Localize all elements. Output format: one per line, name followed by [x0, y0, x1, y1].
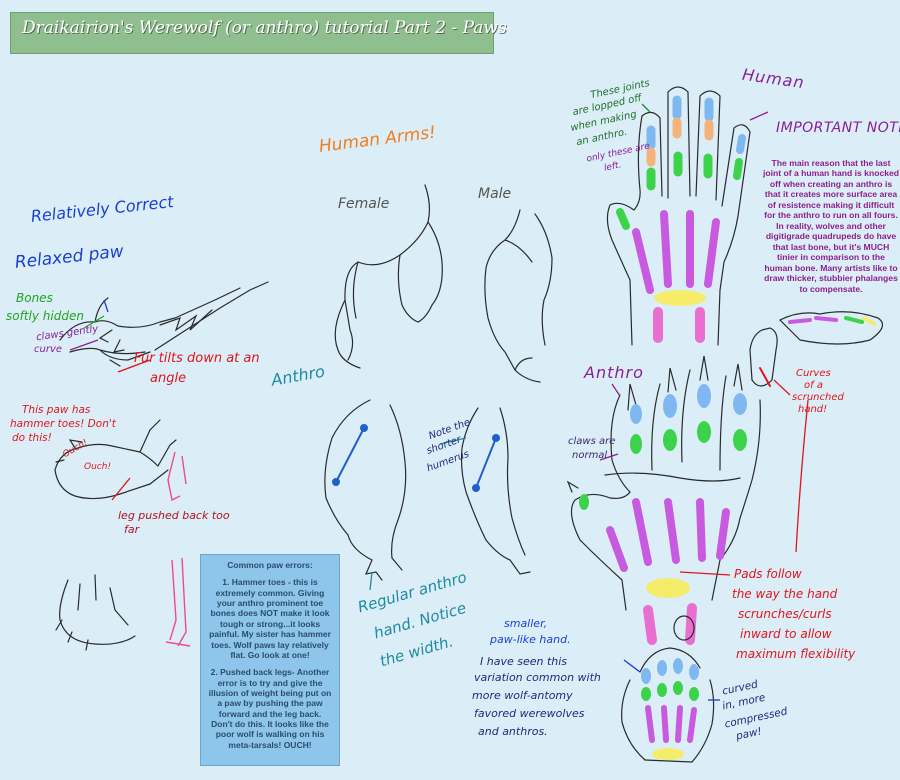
- small-paw-bones: [641, 658, 699, 760]
- scrunched-label: scrunched: [792, 392, 844, 403]
- relaxed-paw-sketch: [59, 281, 269, 367]
- important-note-heading: IMPORTANT NOTE:: [776, 120, 900, 136]
- anthro-arm-right-sketch: [460, 407, 531, 575]
- hammer-toe-sketch: [54, 419, 177, 500]
- pads-line-3: scrunches/curls: [738, 607, 832, 621]
- title-banner: [10, 12, 494, 54]
- anthro-arm-markers: [332, 424, 500, 492]
- seen-line-2: variation common with: [474, 671, 601, 684]
- pads-line-5: maximum flexibility: [736, 647, 856, 661]
- angle-label: angle: [150, 371, 187, 386]
- male-label: Male: [478, 186, 512, 202]
- bones-label: Bones: [16, 291, 53, 305]
- male-arm-sketch: [484, 209, 553, 383]
- ouch-label-2: Ouch!: [84, 462, 112, 472]
- seen-line-1: I have seen this: [480, 655, 568, 668]
- seen-line-4: favored werewolves: [474, 707, 585, 720]
- pink-leg-sketches: [165, 451, 191, 647]
- female-arm-sketch: [334, 184, 443, 369]
- errors-heading: Common paw errors:: [227, 560, 313, 570]
- human-hand-bones: [616, 95, 746, 343]
- curves-of-label: Curves: [796, 368, 831, 379]
- of-a-label: of a: [804, 380, 823, 391]
- small-paw-sketch: [621, 647, 715, 763]
- anthro-arm-left-sketch: [324, 399, 407, 581]
- claws-are-label: claws are: [568, 436, 616, 447]
- hand-label: hand!: [798, 404, 828, 415]
- normal-label: normal: [572, 450, 608, 461]
- far-label: far: [124, 523, 140, 536]
- smaller-label: smaller,: [504, 617, 548, 630]
- common-paw-errors-box: Common paw errors: 1. Hammer toes - this…: [200, 554, 340, 766]
- errors-point-2: 2. Pushed back legs- Another error is to…: [208, 667, 332, 750]
- softly-hidden-label: softly hidden: [6, 309, 84, 323]
- errors-point-1: 1. Hammer toes - this is extremely commo…: [209, 577, 331, 660]
- scrunched-colors: [759, 316, 876, 387]
- leg-pushed-label: leg pushed back too: [118, 509, 230, 522]
- annotation-arrows: [69, 103, 809, 701]
- pads-line-4: inward to allow: [740, 627, 832, 641]
- anthro-hand-label: Anthro: [584, 363, 644, 382]
- human-hand-sketch: [606, 86, 751, 346]
- paw-like-label: paw-like hand.: [490, 633, 571, 646]
- scrunched-hand-sketch: [749, 311, 884, 387]
- pads-line-1: Pads follow: [734, 567, 802, 581]
- hammer-toes-label: hammer toes! Don't: [10, 418, 116, 430]
- seen-line-5: and anthros.: [478, 725, 548, 738]
- anthro-hand-sketch: [566, 355, 761, 611]
- this-paw-has-label: This paw has: [22, 404, 91, 416]
- do-this-label: do this!: [12, 432, 52, 444]
- page-title: Draikairion's Werewolf (or anthro) tutor…: [22, 18, 507, 38]
- pads-line-2: the way the hand: [732, 587, 838, 601]
- anthro-hand-bones: [579, 384, 747, 645]
- curve-label: curve: [34, 344, 63, 355]
- important-note-text: The main reason that the last joint of a…: [762, 158, 900, 294]
- pushed-back-leg-sketch: [55, 574, 136, 651]
- fur-tilts-label: Fur tilts down at an: [134, 351, 260, 366]
- seen-line-3: more wolf-antomy: [472, 689, 573, 702]
- female-label: Female: [338, 196, 390, 212]
